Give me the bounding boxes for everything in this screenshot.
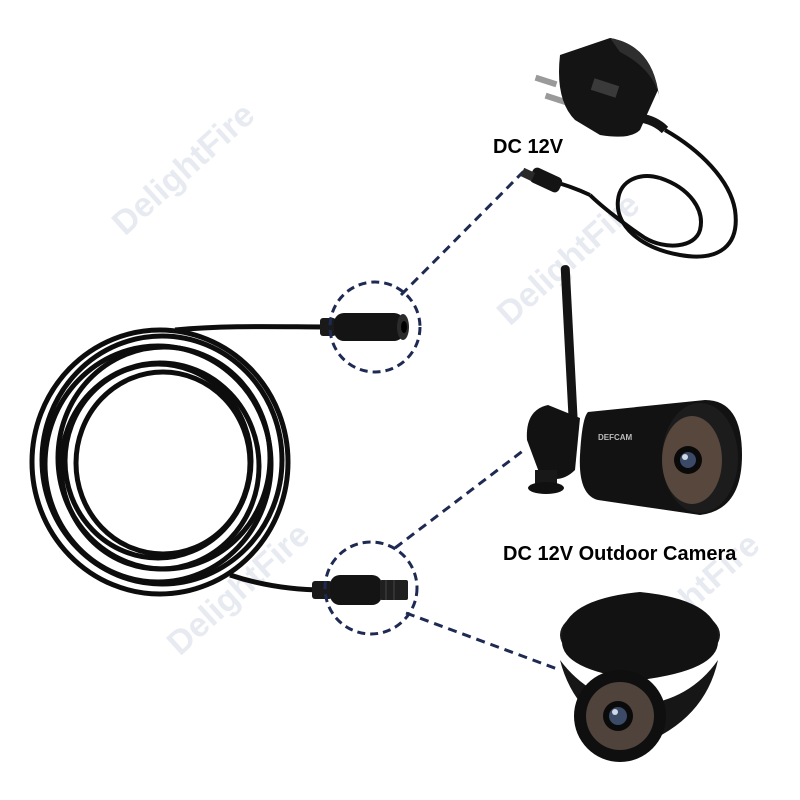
connector-highlight-circle <box>328 280 422 374</box>
camera-brand-text: DEFCAM <box>598 433 633 442</box>
dashed-leader-lines <box>394 169 561 672</box>
adapter-label: DC 12V <box>493 136 564 158</box>
female-dc-connector <box>320 313 409 341</box>
cable-tail-bottom <box>229 572 326 593</box>
bullet-camera: DEFCAM <box>526 265 742 515</box>
ac-power-adapter <box>520 38 738 259</box>
male-dc-connector <box>312 575 408 605</box>
cable-tail-top <box>174 324 331 333</box>
camera-label: DC 12V Outdoor Camera <box>503 543 737 565</box>
coiled-cable <box>29 327 291 597</box>
dome-camera <box>560 592 720 762</box>
connector-highlight-circle <box>323 540 419 636</box>
